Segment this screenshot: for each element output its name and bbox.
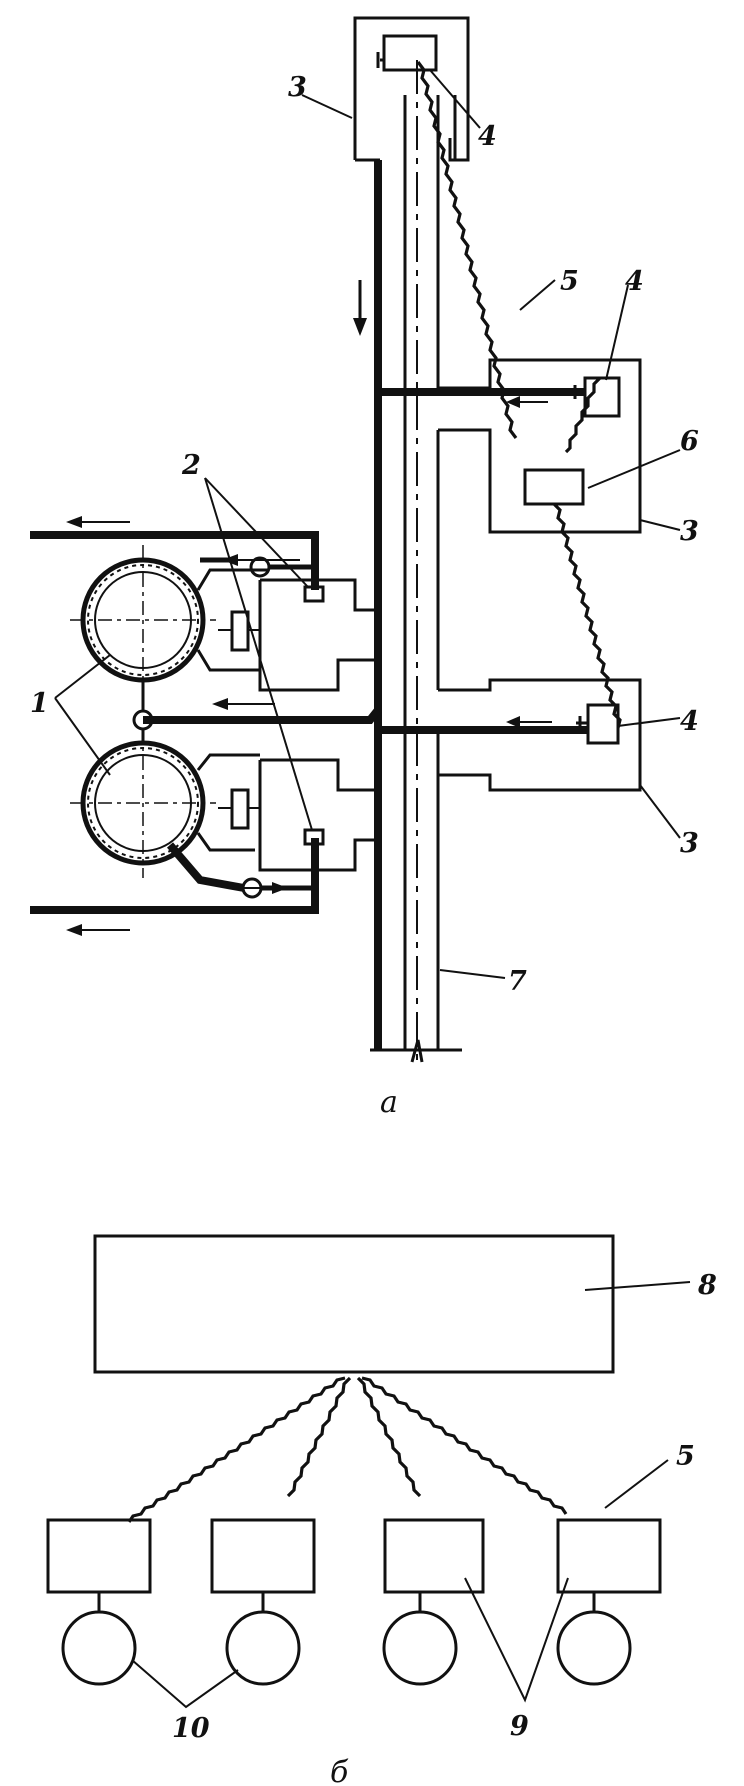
label-5-bottom: 5 (676, 1441, 695, 1472)
turbine-wheel-upper (70, 545, 318, 695)
upper-branch-line (378, 388, 585, 408)
label-10: 10 (172, 1713, 210, 1744)
vertical-trunk (370, 60, 462, 1063)
label-5-top: 5 (560, 266, 579, 297)
unit-4 (556, 1518, 662, 1686)
unit-3 (382, 1518, 485, 1686)
diagram-part-b: 8 5 9 10 б (46, 1234, 717, 1786)
label-3-mid: 3 (680, 516, 699, 547)
leader-lines (54, 69, 681, 979)
label-3-low: 3 (680, 828, 699, 859)
network-links (127, 1376, 568, 1523)
lower-branch-line (378, 716, 588, 734)
top-node-housing (353, 16, 470, 162)
label-4-top: 4 (478, 121, 497, 152)
left-lower-housing (258, 758, 378, 872)
controller-block-8 (93, 1234, 615, 1374)
label-6: 6 (680, 426, 699, 457)
label-3-top: 3 (288, 72, 307, 103)
subfigure-label-a: а (380, 1085, 398, 1120)
leader-8 (584, 1281, 691, 1291)
turbine-wheel-lower (70, 728, 318, 899)
left-branch-line (143, 698, 382, 724)
label-2: 2 (181, 450, 201, 481)
label-9: 9 (510, 1711, 529, 1742)
wheel-coupling (132, 680, 154, 745)
leader-lines-b (131, 1459, 669, 1709)
unit-2 (210, 1518, 316, 1686)
subfigure-label-b: б (330, 1755, 349, 1786)
trunk-flow-arrow (353, 280, 367, 336)
label-8: 8 (697, 1270, 717, 1301)
unit-1 (46, 1518, 152, 1686)
upper-right-housing (438, 358, 642, 534)
label-4-low: 4 (680, 706, 699, 737)
diagram-part-a: 3 4 5 4 6 3 2 4 1 3 7 а (30, 16, 699, 1120)
label-7: 7 (508, 966, 527, 997)
left-upper-housing (258, 578, 378, 692)
label-1: 1 (30, 688, 49, 719)
label-4-mid: 4 (625, 266, 644, 297)
communication-cable-5 (416, 61, 622, 729)
